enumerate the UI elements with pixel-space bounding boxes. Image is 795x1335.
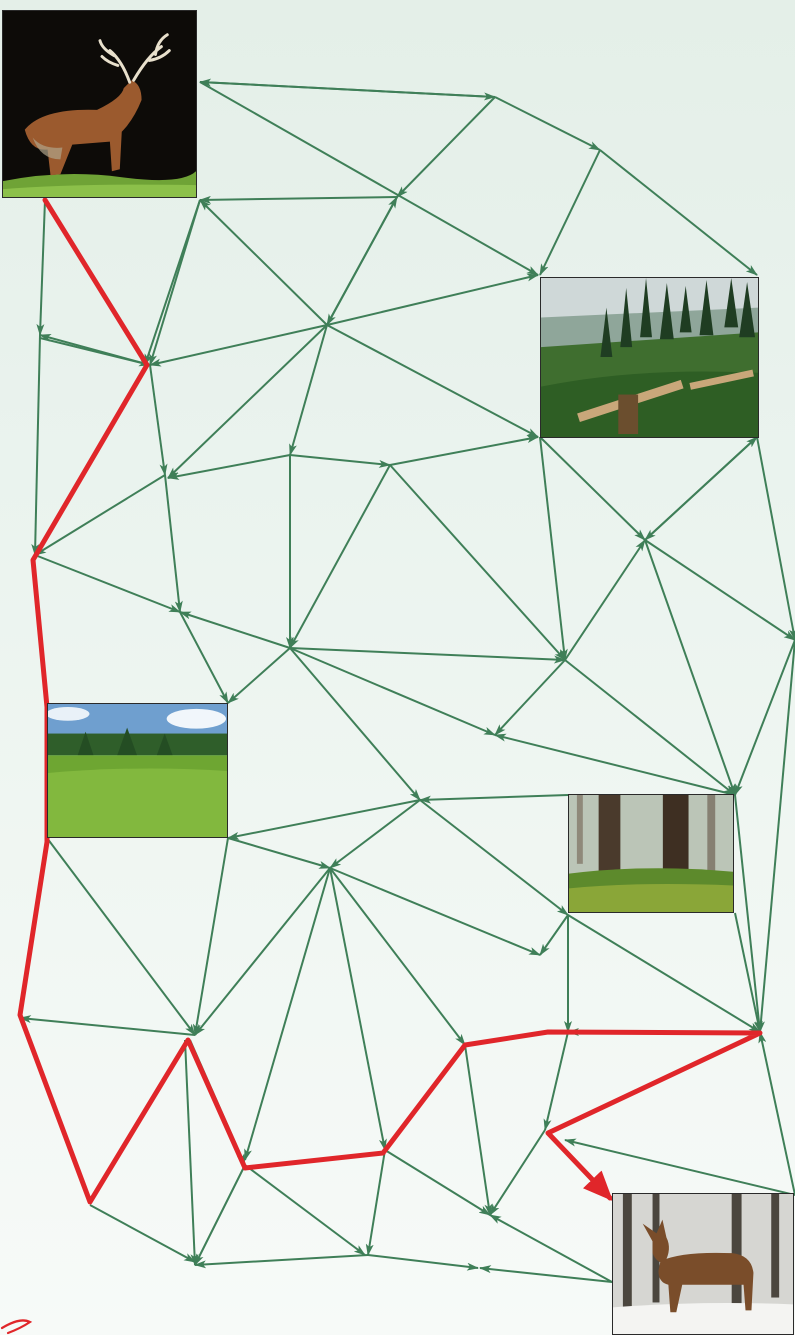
network-edge-arrow bbox=[494, 659, 566, 736]
network-edge-arrow bbox=[89, 1204, 196, 1263]
network-edge-arrow bbox=[227, 799, 421, 840]
network-edge-arrow bbox=[289, 647, 566, 664]
network-edge-arrow bbox=[289, 647, 421, 801]
network-edge-arrow bbox=[365, 1149, 386, 1256]
network-edge-arrow bbox=[489, 1129, 546, 1216]
network-edge-arrow bbox=[494, 96, 601, 151]
network-edge-arrow bbox=[758, 1031, 795, 1196]
network-edge-arrow bbox=[194, 1164, 246, 1266]
network-edge-arrow bbox=[167, 454, 291, 480]
network-edge-arrow bbox=[564, 539, 646, 661]
network-edge-arrow bbox=[489, 1214, 613, 1283]
network-edge-arrow bbox=[329, 867, 387, 1151]
network-edge-arrow bbox=[329, 867, 541, 956]
network-edge-arrow bbox=[734, 794, 763, 1033]
network-edge-arrow bbox=[644, 539, 736, 796]
network-edge-arrow bbox=[329, 867, 466, 1046]
network-edge-arrow bbox=[289, 647, 496, 736]
network-edge-arrow bbox=[367, 1254, 479, 1271]
network-edge-arrow bbox=[227, 647, 291, 704]
network-edge-arrow bbox=[396, 96, 496, 198]
network-edge-arrow bbox=[326, 324, 539, 438]
network-edge-arrow bbox=[539, 149, 601, 276]
network-edge-arrow bbox=[194, 867, 331, 1036]
network-edge-arrow bbox=[194, 1254, 369, 1269]
network-edge-arrow bbox=[227, 837, 331, 869]
network-edge-arrow bbox=[419, 794, 569, 804]
network-edge-arrow bbox=[644, 436, 758, 541]
network-edge-arrow bbox=[179, 611, 229, 704]
network-edge-arrow bbox=[149, 364, 168, 476]
network-edge-arrow bbox=[19, 1015, 196, 1036]
network-edge-arrow bbox=[289, 464, 391, 649]
network-edge-arrow bbox=[329, 799, 421, 869]
network-edge-arrow bbox=[199, 199, 328, 326]
network-edge-arrow bbox=[244, 867, 331, 1161]
network-edge-arrow bbox=[34, 554, 181, 613]
network-edge-arrow bbox=[756, 639, 795, 1033]
network-edge-arrow bbox=[539, 436, 646, 541]
network-edge-arrow bbox=[39, 337, 151, 367]
network-edge-arrow bbox=[494, 733, 736, 796]
network-edge-arrow bbox=[179, 611, 291, 649]
network-edge-arrow bbox=[289, 324, 328, 456]
network-edge-arrow bbox=[539, 914, 569, 956]
network-edge-arrow bbox=[756, 436, 795, 641]
network-edge-arrow bbox=[419, 799, 569, 916]
network-edge-arrow bbox=[384, 1149, 491, 1216]
network-edge-arrow bbox=[326, 196, 398, 326]
network-edge-arrow bbox=[149, 324, 328, 367]
red-migration-route bbox=[17, 197, 763, 1205]
network-edge-arrow bbox=[464, 1044, 493, 1216]
network-edge-arrow bbox=[389, 464, 566, 661]
network-edge-arrow bbox=[31, 334, 41, 556]
network-edge-arrow bbox=[34, 474, 166, 556]
network-edge-arrow bbox=[734, 912, 762, 1033]
network-edge-arrow bbox=[199, 81, 539, 276]
red-signature-scribble bbox=[0, 1319, 33, 1335]
network-edge-arrow bbox=[192, 837, 229, 1036]
misty-spruce-forest-photo bbox=[568, 794, 734, 913]
deer-in-snow-photo bbox=[612, 1193, 794, 1335]
network-edge-arrow bbox=[167, 324, 328, 479]
network-edge-arrow bbox=[644, 539, 795, 641]
network-edges bbox=[19, 78, 795, 1283]
network-edge-arrow bbox=[567, 914, 761, 1033]
network-edge-arrow bbox=[539, 436, 568, 661]
network-edge-arrow bbox=[46, 837, 196, 1036]
network-edge-arrow bbox=[36, 199, 46, 336]
green-meadow-photo bbox=[47, 703, 228, 838]
network-edge-arrow bbox=[389, 435, 539, 466]
network-edge-arrow bbox=[199, 78, 496, 98]
red-deer-stag-photo bbox=[2, 10, 197, 198]
network-edge-arrow bbox=[564, 659, 736, 796]
network-edge-arrow bbox=[543, 1031, 569, 1131]
network-edge-arrow bbox=[144, 199, 201, 366]
forest-clearcut-photo bbox=[540, 277, 759, 438]
network-edge-arrow bbox=[599, 149, 758, 276]
red-route-line bbox=[17, 197, 763, 1205]
network-edge-arrow bbox=[479, 1265, 613, 1283]
network-edge-arrow bbox=[289, 454, 391, 468]
network-edge-arrow bbox=[734, 639, 795, 796]
network-edge-arrow bbox=[164, 474, 183, 613]
network-edge-arrow bbox=[564, 1138, 795, 1196]
network-edge-arrow bbox=[184, 1039, 199, 1266]
network-edge-arrow bbox=[326, 273, 539, 326]
network-edge-arrow bbox=[199, 195, 398, 204]
network-edge-arrow bbox=[244, 1164, 366, 1256]
